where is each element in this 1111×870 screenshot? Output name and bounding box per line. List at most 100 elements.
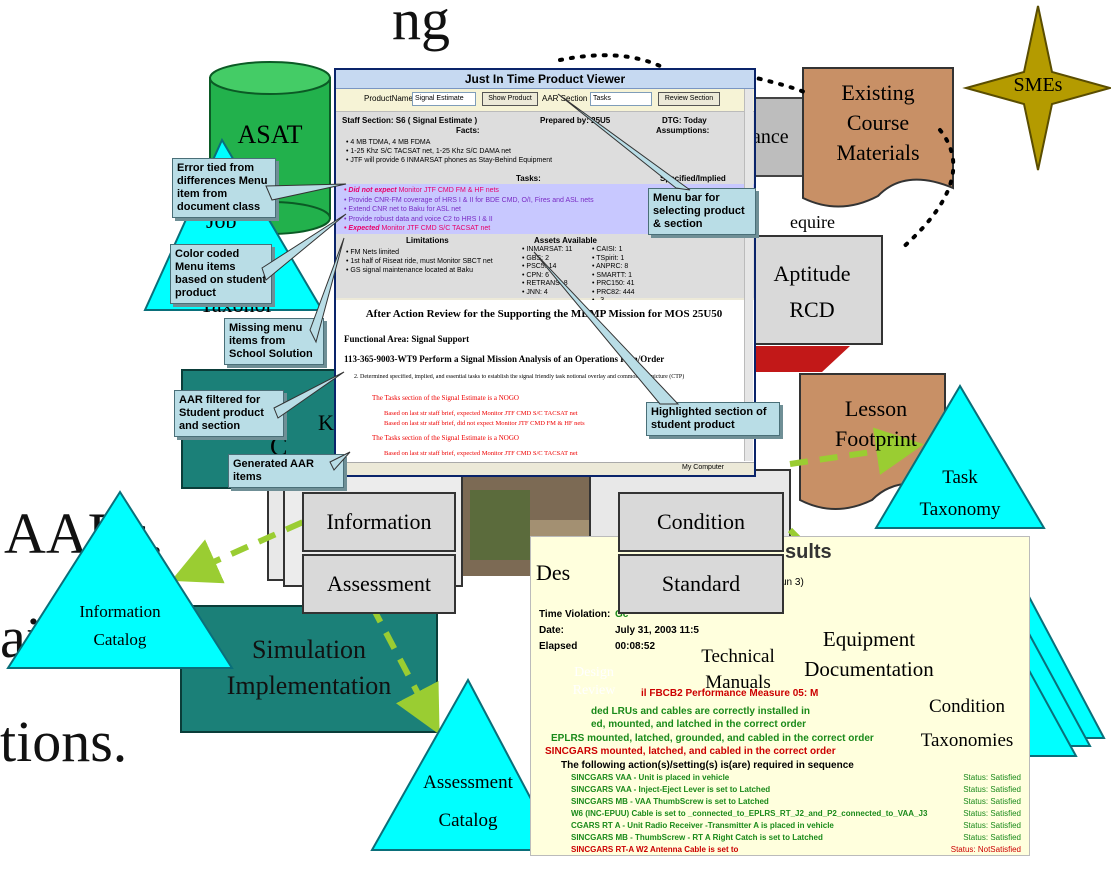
dtg: DTG: Today [662,116,707,125]
arrow-to-assessment-catalog-left [369,604,440,735]
viewer-title: Just In Time Product Viewer [336,70,754,89]
task-menu-item[interactable]: • Did not expect Monitor JTF CMD FM & HF… [344,187,499,194]
review-section-button[interactable]: Review Section [658,92,720,106]
asset-item: • INMARSAT: 11 [522,246,573,253]
result-row: SINCGARS VAA - Inject-Eject Lever is set… [571,785,1021,794]
k-fragment-label: K [318,410,334,435]
assessment-card: Assessment [302,554,456,614]
nogo-line-2: The Tasks section of the Signal Estimate… [372,434,519,442]
smes-star [962,5,1111,171]
design-review-label: Design Review [572,665,616,698]
viewer-scrollbar[interactable] [744,89,753,461]
asset-item: • TSpirit: 1 [592,254,625,262]
aar-item-2a: Based on last str staff brief, expected … [384,450,578,457]
time-violation-value: Gc [615,609,629,620]
condition-card: Condition [618,492,784,552]
facts-list: • 4 MB TDMA, 4 MB FDMA• 1-25 Khz S/C TAC… [346,138,586,165]
task-taxonomy-label: Task Taxonomy [919,467,1001,520]
prepared-by: Prepared by: 25U5 [540,116,611,125]
asset-item: • PRC82: 444 [592,288,635,296]
results-line-c: EPLRS mounted, latched, grounded, and ca… [551,733,874,744]
require-label: equire [790,212,835,232]
equipment-documentation-label: Equipment Documentation [804,627,934,681]
asat-label: ASAT [237,120,303,149]
dotted-connector-2 [898,128,956,252]
product-name-label: ProductName [364,94,413,103]
results-line-d: SINCGARS mounted, latched, and cabled in… [545,746,836,757]
results-title: sults [785,541,832,563]
existing-course-materials-doc [802,67,954,208]
asset-item: • SMARTT: 1 [592,271,633,279]
simulation-implementation-label: Simulation Implementation [226,635,392,700]
status-computer: My Computer [682,464,725,471]
assumptions-header: Assumptions: [656,126,710,135]
asset-item: • ANPRC: 8 [592,263,629,270]
functional-area: Functional Area: Signal Support [344,334,470,344]
aptitude-rcd-label: Aptitude RCD [773,261,851,322]
des-fragment-label: Des [536,560,571,585]
assets-header: Assets Available [534,236,597,245]
fact-item: • 1-25 Khz S/C TACSAT net, 1-25 Khz S/C … [346,148,511,155]
task-menu-item[interactable]: • Provide CNR-FM coverage of HRS I & II … [344,196,594,204]
asset-item: • GBS: 2 [522,254,549,262]
result-row: SINCGARS MB - ThumbScrew - RT A Right Ca… [571,833,1021,842]
task-line: 113-365-9003-WT9 Perform a Signal Missio… [344,354,665,364]
aar-item-1b: Based on last str staff brief, did not e… [384,420,585,427]
nogo-line-1: The Tasks section of the Signal Estimate… [372,394,519,402]
result-row: SINCGARS RT-A W2 Antenna Cable is set to… [571,845,1021,854]
task-menu-item[interactable]: • Extend CNR net to Baku for ASL net [344,206,461,213]
result-row: CGARS RT A - Unit Radio Receiver -Transm… [571,821,1021,830]
callout-menu-bar: Menu bar for selecting product & section [648,188,756,235]
lesson-footprint-label: Lesson Footprint [835,396,917,451]
product-name-select[interactable]: Signal Estimate [412,92,476,106]
callout-aar-filtered: AAR filtered for Student product and sec… [174,390,284,437]
date-value: July 31, 2003 11:5 [615,625,699,636]
show-product-button[interactable]: Show Product [482,92,538,106]
limitation-item: • 1st half of Riseat ride, must Monitor … [346,258,493,265]
bullet-tions: tions. [0,709,128,774]
viewer-status-bar: My Computer [336,462,754,475]
task-menu-item[interactable]: • Provide robust data and voice C2 to HR… [344,215,493,223]
aar-item-1a: Based on last str staff brief, expected … [384,410,578,417]
arrow-to-task-taxonomy [789,427,924,475]
results-line-e: The following action(s)/setting(s) is(ar… [561,760,854,771]
callout-generated-aar: Generated AAR items [228,454,344,488]
condition-taxonomies-label: Condition Taxonomies [920,696,1014,751]
asset-item: • CAISI: 1 [592,246,623,253]
limitations-header: Limitations [406,236,449,245]
result-row: SINCGARS VAA - Unit is placed in vehicle… [571,773,1021,782]
assets-column-1: • INMARSAT: 11• GBS: 2• PSC5: 14• CPN: 6… [522,246,592,297]
task-menu-item[interactable]: • Expected Monitor JTF CMD S/C TACSAT ne… [344,225,491,232]
callout-missing-items: Missing menu items from School Solution [224,318,324,365]
date-label: Date: [539,625,565,636]
tasks-list: • Did not expect Monitor JTF CMD FM & HF… [344,186,664,234]
limitation-item: • GS signal maintenance located at Baku [346,267,473,274]
existing-course-materials-label: Existing Course Materials [836,80,920,165]
results-line-b: ed, mounted, and latched in the correct … [591,719,807,730]
dotted-connector [746,74,806,94]
tasks-header: Tasks: [516,174,541,183]
results-rows: SINCGARS VAA - Unit is placed in vehicle… [571,773,1021,855]
elapsed-value: 00:08:52 [615,641,656,652]
information-catalog-label: Information Catalog [79,602,161,649]
assessment-catalog-label: Assessment Catalog [423,772,513,831]
limitation-item: • FM Nets limited [346,249,400,256]
aptitude-rcd-box [741,235,883,345]
smes-label: SMEs [1013,74,1063,96]
aar-section-select[interactable]: Tasks [590,92,652,106]
callout-highlighted: Highlighted section of student product [646,402,780,436]
aar-title: After Action Review for the Supporting t… [365,308,723,320]
result-row: W6 (INC-EPUU) Cable is set to _connected… [571,809,1021,818]
asset-item: • CPN: 6 [522,271,549,279]
asset-item: • JNN: 4 [522,288,548,296]
criterion-line: 2. Determined specified, implied, and es… [354,374,685,380]
fact-item: • JTF will provide 6 INMARSAT phones as … [346,157,553,164]
asset-item: • PRC150: 41 [592,280,635,287]
technical-manuals-label: Technical Manuals [701,646,775,693]
callout-error-tied: Error tied from differences Menu item fr… [172,158,276,218]
viewer-toolbar: ProductName Signal Estimate Show Product… [336,89,754,112]
asset-item: • PSC5: 14 [522,263,557,270]
photo-patch-1 [470,490,530,560]
title-fragment: ng [392,0,450,52]
aar-panel: After Action Review for the Supporting t… [336,300,754,462]
